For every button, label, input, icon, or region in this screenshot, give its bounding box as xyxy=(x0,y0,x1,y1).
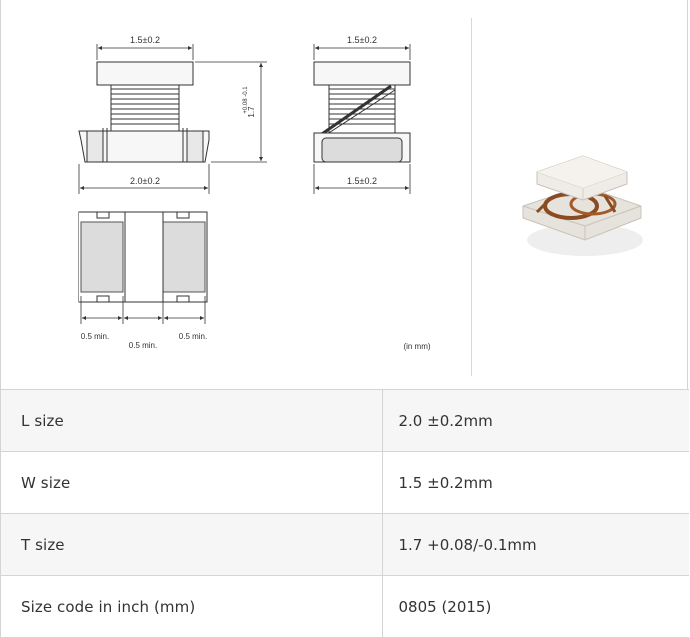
dim-min-center: 0.5 min. xyxy=(129,341,157,350)
spec-value: 0805 (2015) xyxy=(382,575,689,638)
dim-bottom-left: 2.0±0.2 xyxy=(130,176,160,186)
dim-height-tolerance: +0.08 -0.1 xyxy=(243,86,249,114)
spec-value: 1.5 ±0.2mm xyxy=(382,451,689,514)
spec-label: L size xyxy=(1,389,383,452)
bottom-view xyxy=(78,211,208,303)
table-row: W size 1.5 ±0.2mm xyxy=(1,451,689,514)
drawing-divider xyxy=(471,18,472,376)
dim-top-left: 1.5±0.2 xyxy=(130,35,160,45)
dim-height: 1.7 xyxy=(247,106,256,118)
front-view xyxy=(78,61,210,163)
spec-label: T size xyxy=(1,513,383,576)
dimension-drawing: 1.5±0.2 2.0±0.2 1.7 +0.08 -0.1 xyxy=(1,0,690,390)
side-view xyxy=(313,61,411,163)
table-row: T size 1.7 +0.08/-0.1mm xyxy=(1,513,689,576)
dimension-drawing-svg: 1.5±0.2 2.0±0.2 1.7 +0.08 -0.1 xyxy=(78,35,643,351)
inductor-photo xyxy=(522,155,643,256)
spec-label: Size code in inch (mm) xyxy=(1,575,383,638)
spec-label: W size xyxy=(1,451,383,514)
dim-top-mid: 1.5±0.2 xyxy=(347,35,377,45)
units-note: (in mm) xyxy=(403,342,430,351)
table-row: Size code in inch (mm) 0805 (2015) xyxy=(1,575,689,638)
dim-min-right: 0.5 min. xyxy=(179,332,207,341)
spec-table: L size 2.0 ±0.2mm W size 1.5 ±0.2mm T si… xyxy=(1,389,689,638)
dim-bottom-mid: 1.5±0.2 xyxy=(347,176,377,186)
spec-value: 1.7 +0.08/-0.1mm xyxy=(382,513,689,576)
dim-min-left: 0.5 min. xyxy=(81,332,109,341)
spec-value: 2.0 ±0.2mm xyxy=(382,389,689,452)
table-row: L size 2.0 ±0.2mm xyxy=(1,389,689,452)
